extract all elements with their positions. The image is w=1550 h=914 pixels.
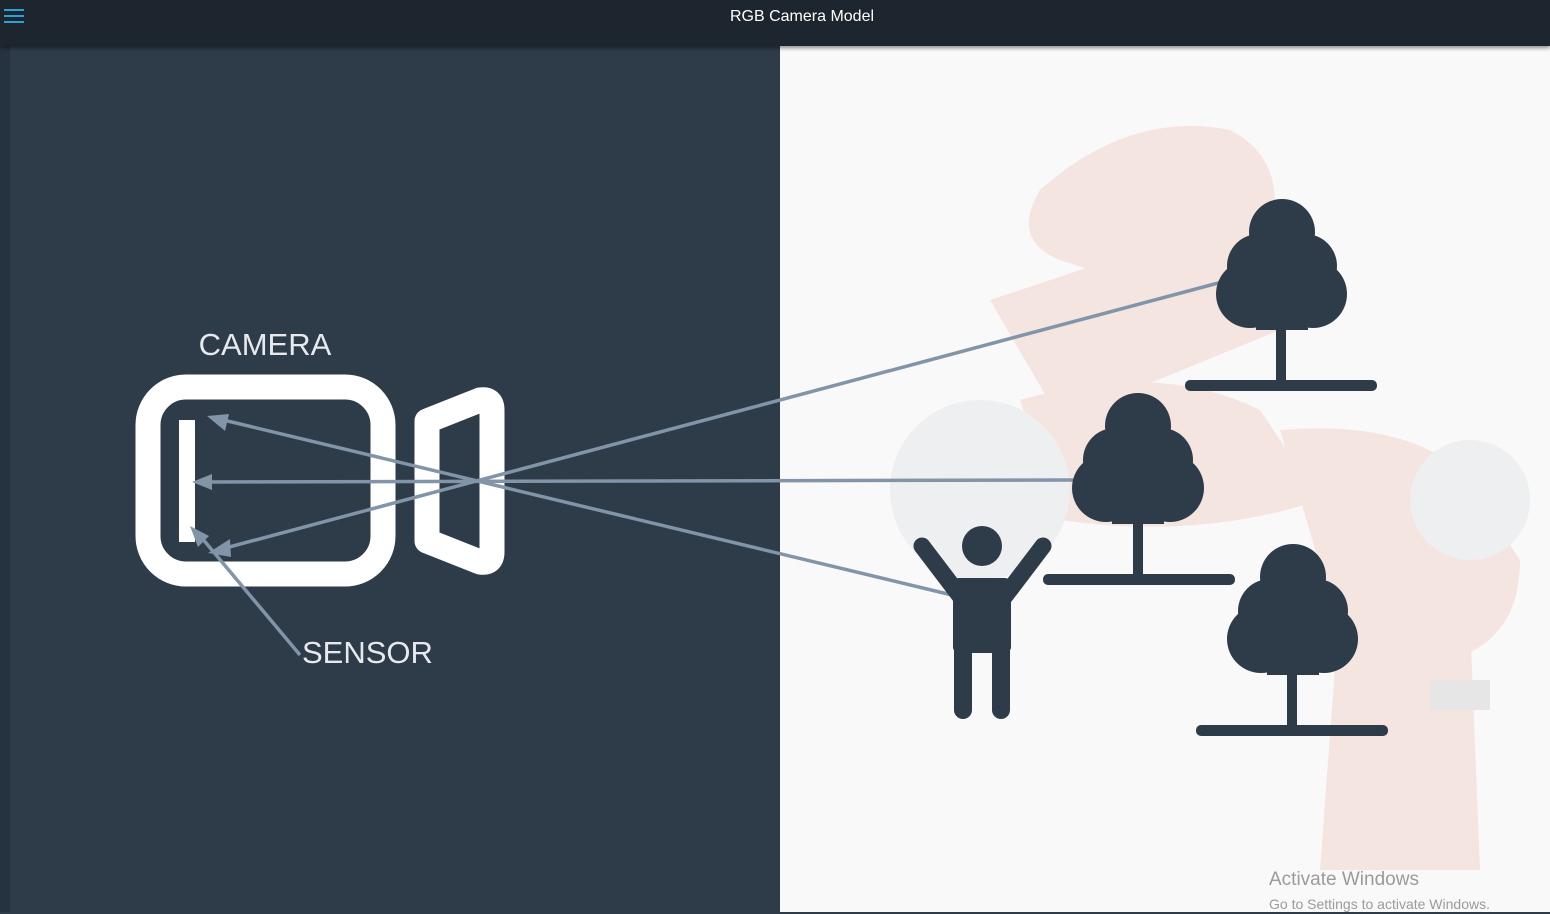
tree-icon <box>1043 393 1235 585</box>
person-icon <box>913 526 1052 719</box>
arrowhead <box>192 474 212 490</box>
hamburger-menu-icon[interactable] <box>4 7 26 27</box>
ray-line <box>217 280 1223 552</box>
watermark-title: Activate Windows <box>1269 869 1419 890</box>
light-rays <box>194 280 1223 657</box>
arrowhead <box>208 539 231 557</box>
video-frame[interactable]: CAMERA SENSOR <box>10 46 1550 912</box>
ray-arrowheads <box>190 414 231 557</box>
top-bar: RGB Camera Model <box>0 0 1550 46</box>
camera-label: CAMERA <box>199 327 332 362</box>
activate-windows-watermark: Activate Windows Go to Settings to activ… <box>1269 868 1490 914</box>
ray-line <box>214 416 953 597</box>
window-title: RGB Camera Model <box>729 8 875 25</box>
ray-line <box>201 478 1076 484</box>
left-edge-strip <box>0 46 10 912</box>
arrowhead <box>190 526 209 547</box>
arrowhead <box>207 414 229 431</box>
sensor-label: SENSOR <box>302 635 433 670</box>
tree-icon <box>1196 544 1388 736</box>
tree-icon <box>1185 199 1377 391</box>
watermark-subtitle: Go to Settings to activate Windows. <box>1269 896 1490 912</box>
